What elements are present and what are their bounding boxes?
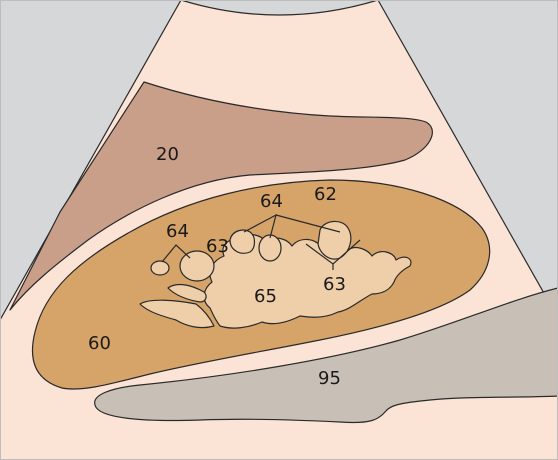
label-63-right: 63 <box>323 274 346 295</box>
label-95: 95 <box>318 368 341 389</box>
label-64-top: 64 <box>260 191 283 212</box>
label-64-left: 64 <box>166 221 189 242</box>
nodule-top-middle <box>259 235 281 261</box>
label-65: 65 <box>254 286 277 307</box>
label-62: 62 <box>314 184 337 205</box>
nodule-top-left <box>230 230 255 253</box>
nodule-far-left <box>151 261 169 275</box>
label-63-left: 63 <box>206 236 229 257</box>
label-20: 20 <box>156 144 179 165</box>
label-60: 60 <box>88 333 111 354</box>
